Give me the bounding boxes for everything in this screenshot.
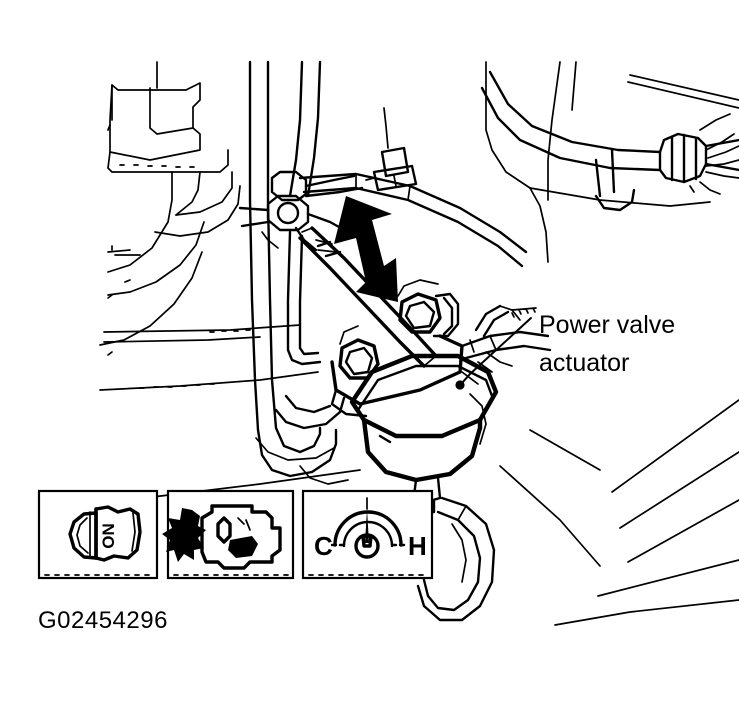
condition-icon-temperature-gauge: C H bbox=[301, 489, 434, 580]
gauge-cold-label: C bbox=[314, 531, 333, 561]
vacuum-hose-vertical bbox=[248, 60, 338, 478]
upper-right-hose-with-clamp bbox=[480, 70, 739, 212]
gauge-hot-label: H bbox=[408, 531, 427, 561]
callout-leader bbox=[455, 307, 537, 390]
callout-label-line2: actuator bbox=[539, 349, 629, 377]
cowl-edge bbox=[627, 74, 739, 109]
ignition-on-label: ON bbox=[99, 523, 118, 549]
upper-linkage-bar bbox=[298, 107, 528, 268]
engine-background-structure bbox=[99, 61, 739, 626]
bracket-tube bbox=[286, 230, 322, 366]
side-linkage-arms bbox=[460, 304, 552, 373]
double-headed-motion-arrow bbox=[334, 196, 398, 302]
condition-icon-ignition-on: ON bbox=[37, 489, 159, 580]
figure-id-label: G02454296 bbox=[38, 607, 168, 634]
power-valve-actuator-body bbox=[349, 353, 499, 514]
condition-icon-engine-running bbox=[162, 489, 295, 580]
lower-hose-loop bbox=[416, 496, 496, 622]
lower-left-casting bbox=[255, 394, 349, 485]
leader-dot bbox=[455, 380, 465, 390]
callout-label-line1: Power valve bbox=[539, 311, 675, 339]
